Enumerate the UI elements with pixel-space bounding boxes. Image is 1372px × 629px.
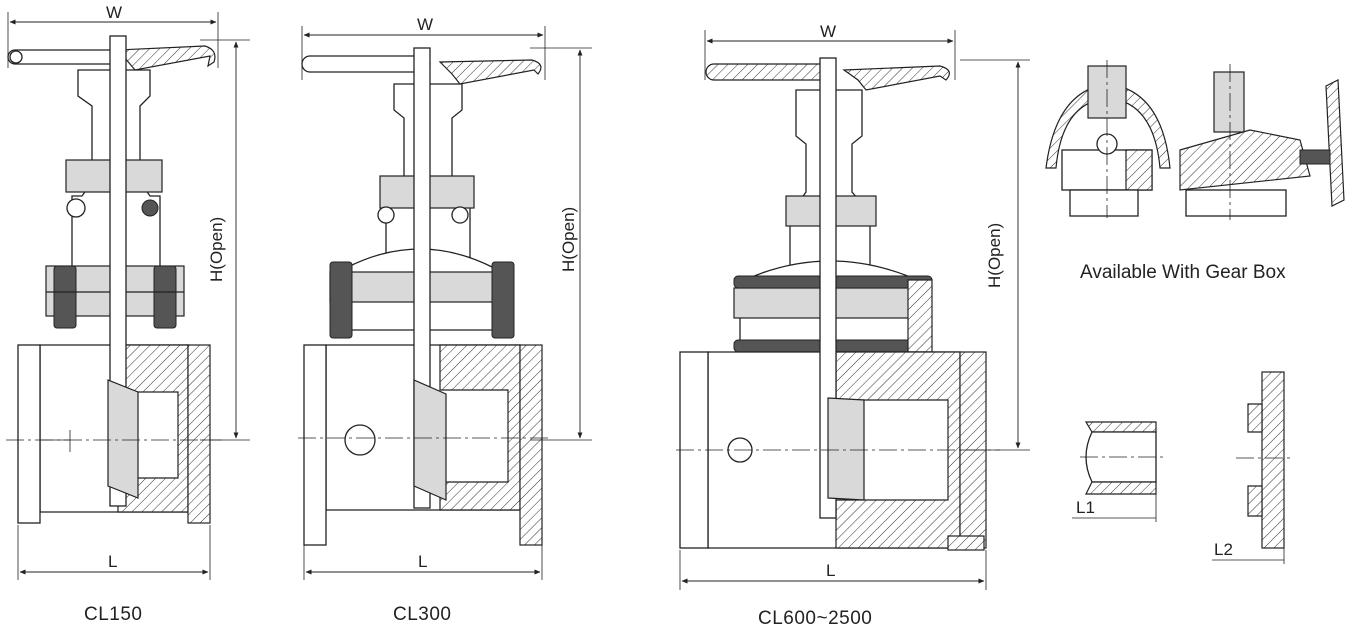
gear-box-note: Available With Gear Box — [1080, 262, 1286, 283]
length-label: L — [108, 552, 117, 571]
class-caption: CL600~2500 — [758, 608, 872, 629]
butt-weld-end-detail: L1 — [1072, 421, 1166, 522]
height-open-label: H(Open) — [207, 217, 226, 282]
length-label: L — [418, 552, 427, 571]
gear-box-views: Available With Gear Box — [1045, 60, 1345, 283]
width-label: W — [417, 15, 433, 34]
height-open-label: H(Open) — [985, 223, 1004, 288]
valve-cl300: W H(Open) L CL300 — [298, 15, 592, 625]
class-caption: CL300 — [393, 604, 452, 625]
width-label: W — [820, 22, 836, 41]
valve-cl600-2500: W H(Open) L CL600~2500 — [676, 22, 1030, 629]
flange-end-detail: L2 — [1212, 371, 1294, 564]
height-open-label: H(Open) — [559, 207, 578, 272]
class-caption: CL150 — [84, 604, 143, 625]
valve-cl150: W H(Open) L CL150 — [6, 3, 250, 625]
width-label: W — [106, 3, 122, 22]
butt-weld-length-label: L1 — [1076, 498, 1095, 517]
length-label: L — [826, 561, 835, 580]
flange-length-label: L2 — [1214, 540, 1233, 559]
